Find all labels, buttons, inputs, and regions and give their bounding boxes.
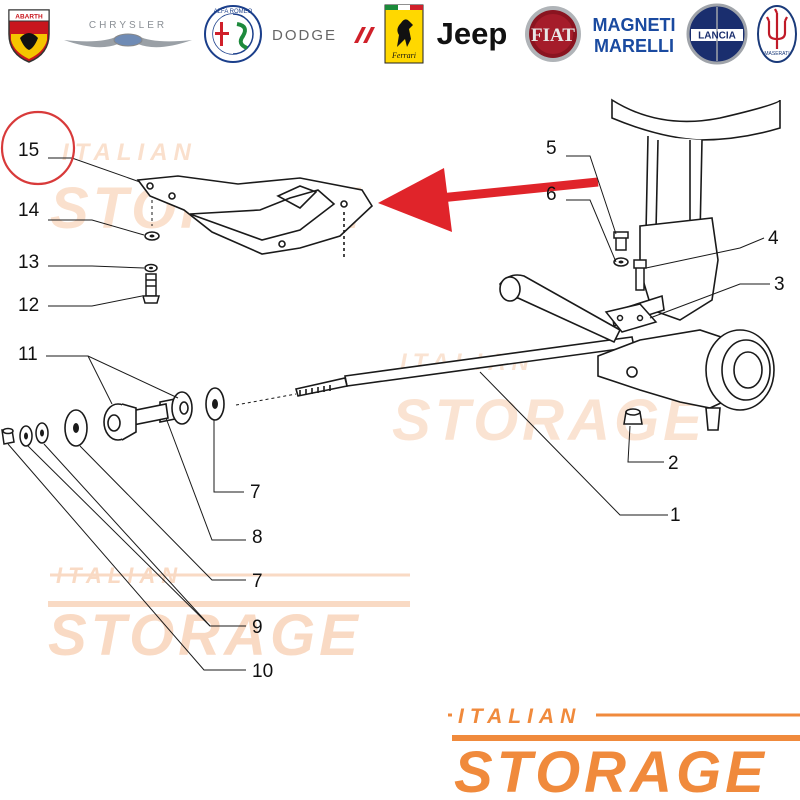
fiat-logo: FIAT	[522, 4, 584, 64]
part-4-bolt	[633, 259, 647, 291]
callout-3: 3	[774, 274, 785, 295]
lower-control-arm	[499, 274, 622, 344]
alfa-romeo-logo: ALFA ROMEO	[202, 4, 264, 64]
ferrari-logo-text: Ferrari	[391, 51, 416, 60]
callout-7-left: 7	[252, 571, 263, 592]
watermark-middle-line1: ITALIAN	[62, 139, 197, 166]
callout-11: 11	[18, 344, 38, 365]
chrysler-logo-text: CHRYSLER	[89, 20, 167, 31]
logo-line1: ITALIAN	[458, 705, 581, 728]
callout-5: 5	[546, 138, 557, 159]
part-15-plate	[136, 175, 374, 258]
callout-1: 1	[670, 505, 681, 526]
highlight-circle	[0, 110, 76, 186]
part-12-bolt	[142, 273, 160, 304]
part-9-washer-b	[19, 425, 33, 447]
callout-10: 10	[252, 661, 273, 682]
callout-7-right: 7	[250, 482, 261, 503]
part-14-washer	[144, 231, 160, 241]
watermark-right-line2: STORAGE	[392, 388, 706, 453]
leader-lines	[7, 155, 770, 671]
maserati-logo-text: MASERATI	[764, 51, 789, 57]
callout-8: 8	[252, 527, 263, 548]
part-2-nut	[623, 408, 643, 425]
chrysler-logo: CHRYSLER	[62, 4, 194, 64]
lancia-logo: LANCIA	[684, 3, 750, 65]
callout-15: 15	[18, 140, 39, 161]
lancia-logo-text: LANCIA	[698, 31, 736, 42]
callout-6: 6	[546, 184, 557, 205]
highlight-arrow	[378, 168, 599, 232]
part-11-bushing-right	[159, 391, 193, 425]
abarth-logo: ABARTH	[2, 4, 56, 64]
watermark-left: ITALIAN STORAGE	[48, 563, 410, 668]
fiat-logo-text: FIAT	[531, 25, 575, 46]
magneti-marelli-logo: MAGNETI MARELLI	[588, 4, 680, 64]
dodge-logo-text: DODGE	[272, 27, 337, 44]
callout-labels: 15 14 13 12 11 5 6 4 3 2 1 7 8 7 9 10	[18, 138, 785, 682]
abarth-logo-text: ABARTH	[15, 14, 43, 21]
part-7-washer-right	[205, 387, 225, 421]
callout-9: 9	[252, 617, 263, 638]
ferrari-logo: Ferrari	[382, 4, 426, 64]
callout-12: 12	[18, 295, 39, 316]
part-10-nut	[1, 427, 15, 445]
callout-4: 4	[768, 228, 779, 249]
brand-logo-bar: ABARTH CHRYSLER ALFA ROMEO DODGE	[0, 0, 800, 68]
callout-14: 14	[18, 200, 40, 221]
logo-line2: STORAGE	[454, 740, 768, 800]
part-9-washer-a	[35, 422, 49, 444]
magneti-marelli-logo-text: MAGNETI	[593, 15, 676, 35]
part-7-washer-left	[64, 409, 88, 447]
callout-2: 2	[668, 453, 679, 474]
watermark-right: ITALIAN STORAGE	[392, 349, 706, 453]
part-3-plate	[604, 303, 658, 333]
part-11-bushing-left	[103, 403, 137, 441]
jeep-logo: Jeep	[430, 4, 514, 64]
alfa-romeo-logo-text: ALFA ROMEO	[214, 9, 253, 15]
italian-storage-logo: ITALIAN STORAGE	[448, 705, 800, 800]
part-6-washer	[613, 257, 629, 267]
part-13-washer	[144, 263, 158, 273]
svg-text:MARELLI: MARELLI	[594, 36, 674, 56]
callout-13: 13	[18, 252, 39, 273]
jeep-logo-text: Jeep	[437, 16, 508, 51]
maserati-logo: MASERATI	[754, 4, 800, 64]
part-5-bolt	[613, 231, 629, 251]
dodge-logo: DODGE	[270, 4, 378, 64]
watermark-left-line2: STORAGE	[48, 603, 362, 668]
